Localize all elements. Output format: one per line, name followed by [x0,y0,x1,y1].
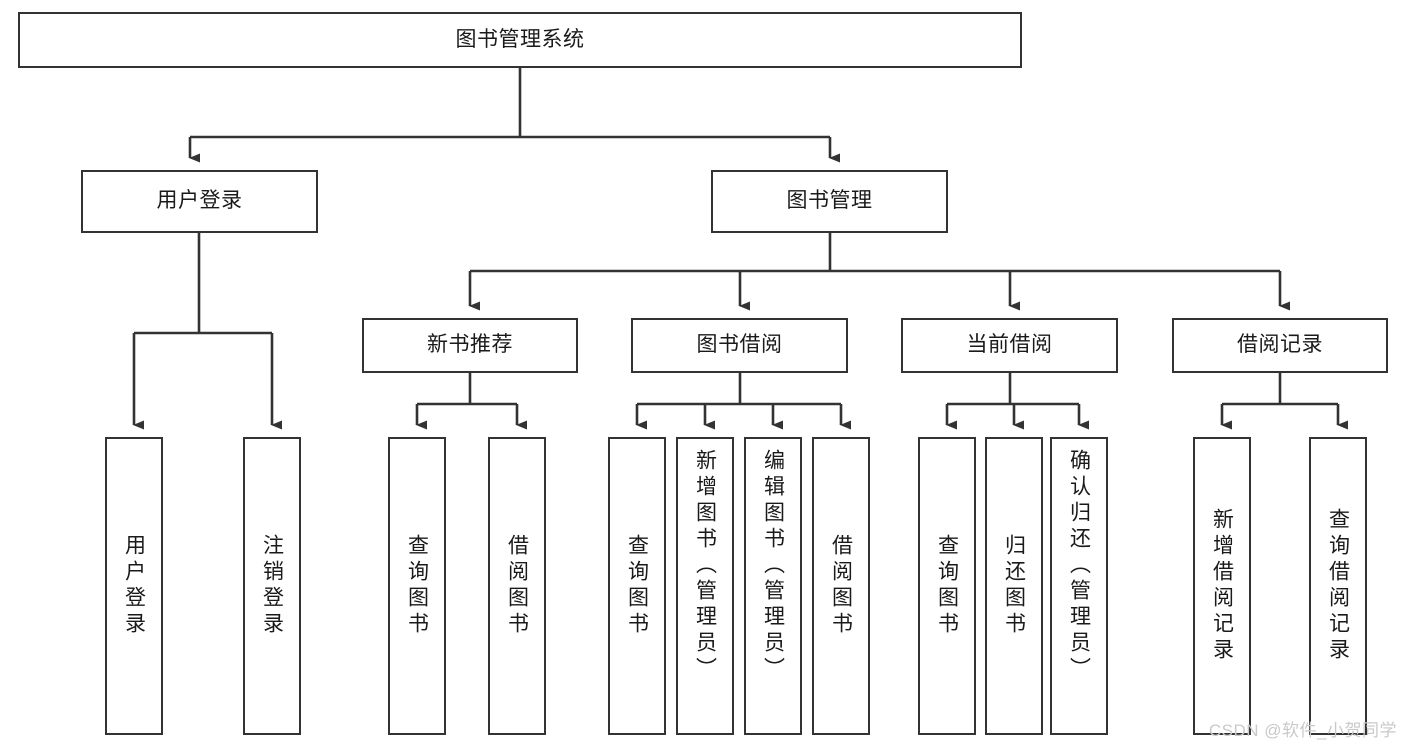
node-label: 查询图书 [625,534,649,638]
node-book-management[interactable]: 图书管理 [711,170,948,233]
node-label: 新书推荐 [427,333,513,357]
leaf-borrow-record-add[interactable]: 新增借阅记录 [1193,437,1251,735]
leaf-current-borrow-query[interactable]: 查询图书 [918,437,976,735]
leaf-user-login-signin[interactable]: 用户登录 [105,437,163,735]
node-label: 新增图书（管理员） [693,449,717,683]
node-label: 查询图书 [935,534,959,638]
node-label: 查询借阅记录 [1326,508,1350,664]
node-label: 归还图书 [1002,534,1026,638]
node-label: 注销登录 [260,534,284,638]
leaf-user-login-signout[interactable]: 注销登录 [243,437,301,735]
node-label: 编辑图书（管理员） [761,449,785,683]
node-label: 新增借阅记录 [1210,508,1234,664]
node-label: 当前借阅 [966,333,1053,357]
node-label: 借阅记录 [1237,333,1323,357]
node-user-login[interactable]: 用户登录 [81,170,318,233]
node-root-library-system[interactable]: 图书管理系统 [18,12,1022,68]
node-label: 确认归还（管理员） [1067,449,1091,683]
node-label: 借阅图书 [829,534,853,638]
leaf-current-borrow-confirm-return[interactable]: 确认归还（管理员） [1050,437,1108,735]
node-book-borrow[interactable]: 图书借阅 [631,318,848,373]
leaf-book-borrow-edit[interactable]: 编辑图书（管理员） [744,437,802,735]
node-current-borrow[interactable]: 当前借阅 [901,318,1118,373]
node-label: 图书借阅 [696,333,783,357]
node-new-book-recommend[interactable]: 新书推荐 [362,318,578,373]
node-borrow-record[interactable]: 借阅记录 [1172,318,1388,373]
leaf-book-borrow-lend[interactable]: 借阅图书 [812,437,870,735]
node-label: 借阅图书 [505,534,529,638]
node-label: 图书管理 [786,189,873,213]
node-label: 查询图书 [405,534,429,638]
leaf-current-borrow-return[interactable]: 归还图书 [985,437,1043,735]
node-label: 用户登录 [156,189,243,213]
node-label: 用户登录 [122,534,146,638]
leaf-book-borrow-query[interactable]: 查询图书 [608,437,666,735]
node-label: 图书管理系统 [455,27,585,51]
leaf-new-book-borrow[interactable]: 借阅图书 [488,437,546,735]
leaf-new-book-query[interactable]: 查询图书 [388,437,446,735]
leaf-borrow-record-query[interactable]: 查询借阅记录 [1309,437,1367,735]
leaf-book-borrow-add[interactable]: 新增图书（管理员） [676,437,734,735]
